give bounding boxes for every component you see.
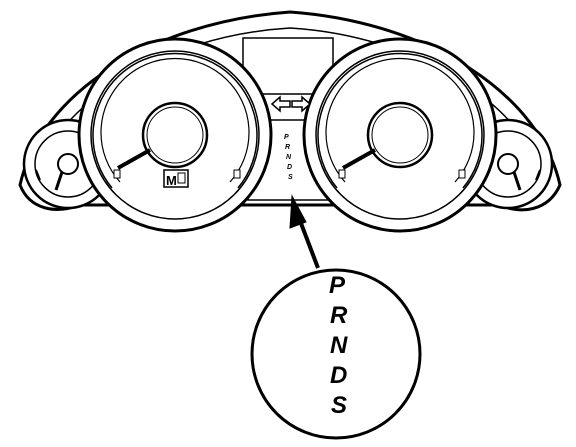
gear-callout-r: R	[330, 302, 348, 329]
gear-small-s: S	[288, 174, 293, 181]
left-main-gauge	[77, 37, 273, 233]
mode-badge-text: M	[166, 173, 177, 188]
gear-small-p: P	[284, 134, 289, 141]
left-turn-arrow-icon	[270, 95, 291, 113]
gear-callout: P R N D S	[250, 268, 422, 440]
gear-indicator-small: P R N D S	[284, 134, 293, 181]
right-main-gauge	[302, 37, 498, 233]
gear-small-r: R	[285, 144, 290, 151]
gear-callout-d: D	[330, 362, 347, 389]
mode-badge: M	[163, 169, 189, 188]
gear-box-icon	[177, 172, 186, 184]
gear-small-n: N	[286, 154, 292, 161]
right-turn-arrow-icon	[291, 95, 312, 113]
gear-callout-p: P	[329, 272, 346, 299]
gear-callout-n: N	[330, 332, 348, 359]
gear-callout-s: S	[331, 392, 347, 419]
callout-arrow-icon	[289, 194, 320, 269]
gear-small-d: D	[287, 164, 292, 171]
